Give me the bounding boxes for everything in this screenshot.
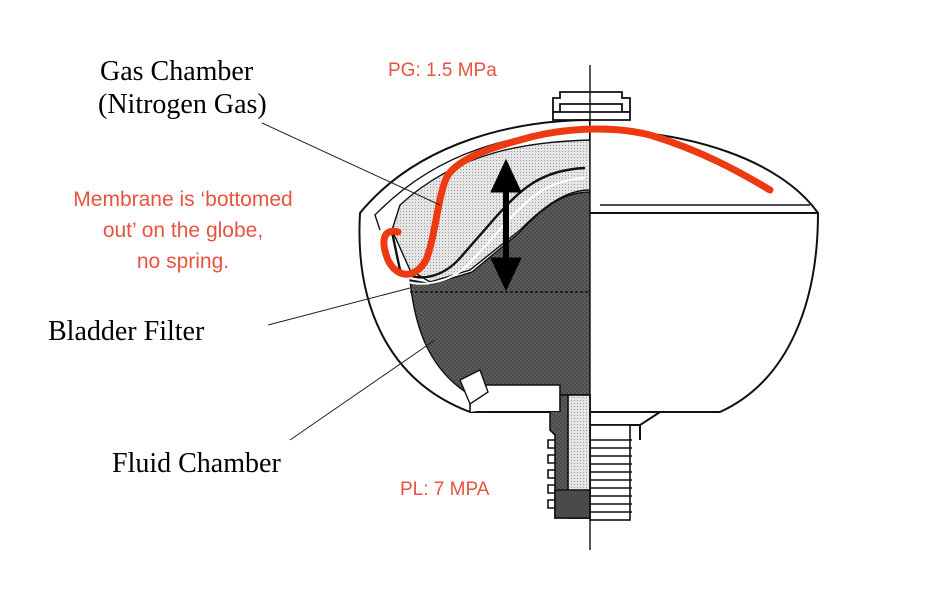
- pg-pressure-label: PG: 1.5 MPa: [388, 60, 497, 81]
- pl-pressure-label: PL: 7 MPA: [400, 479, 490, 500]
- bladder-filter-label: Bladder Filter: [48, 316, 205, 347]
- fluid-chamber-region: [409, 191, 590, 396]
- fluid-chamber-label: Fluid Chamber: [112, 448, 281, 479]
- gas-chamber-region: [391, 139, 590, 283]
- double-arrow-icon: [490, 158, 522, 292]
- bladder-filter-leader: [267, 287, 411, 326]
- gas-chamber-leader: [261, 122, 441, 206]
- fluid-port-cross-section: [490, 394, 591, 519]
- membrane-note-line3: no spring.: [137, 250, 229, 273]
- membrane-position-stroke: [380, 125, 774, 278]
- gas-valve-cap: [552, 91, 631, 121]
- accumulator-cross-section-half: [358, 118, 590, 413]
- membrane-note-line2: out’ on the globe,: [103, 219, 263, 242]
- threaded-port-exterior: [589, 424, 632, 521]
- fluid-chamber-leader: [289, 339, 436, 441]
- membrane-note-line1: Membrane is ‘bottomed: [73, 188, 292, 211]
- gas-chamber-sublabel: (Nitrogen Gas): [98, 89, 267, 120]
- leader-lines: [261, 122, 441, 441]
- accumulator-exterior-half: [589, 129, 820, 440]
- bladder-membrane: [390, 166, 586, 279]
- gas-chamber-label: Gas Chamber: [100, 56, 254, 87]
